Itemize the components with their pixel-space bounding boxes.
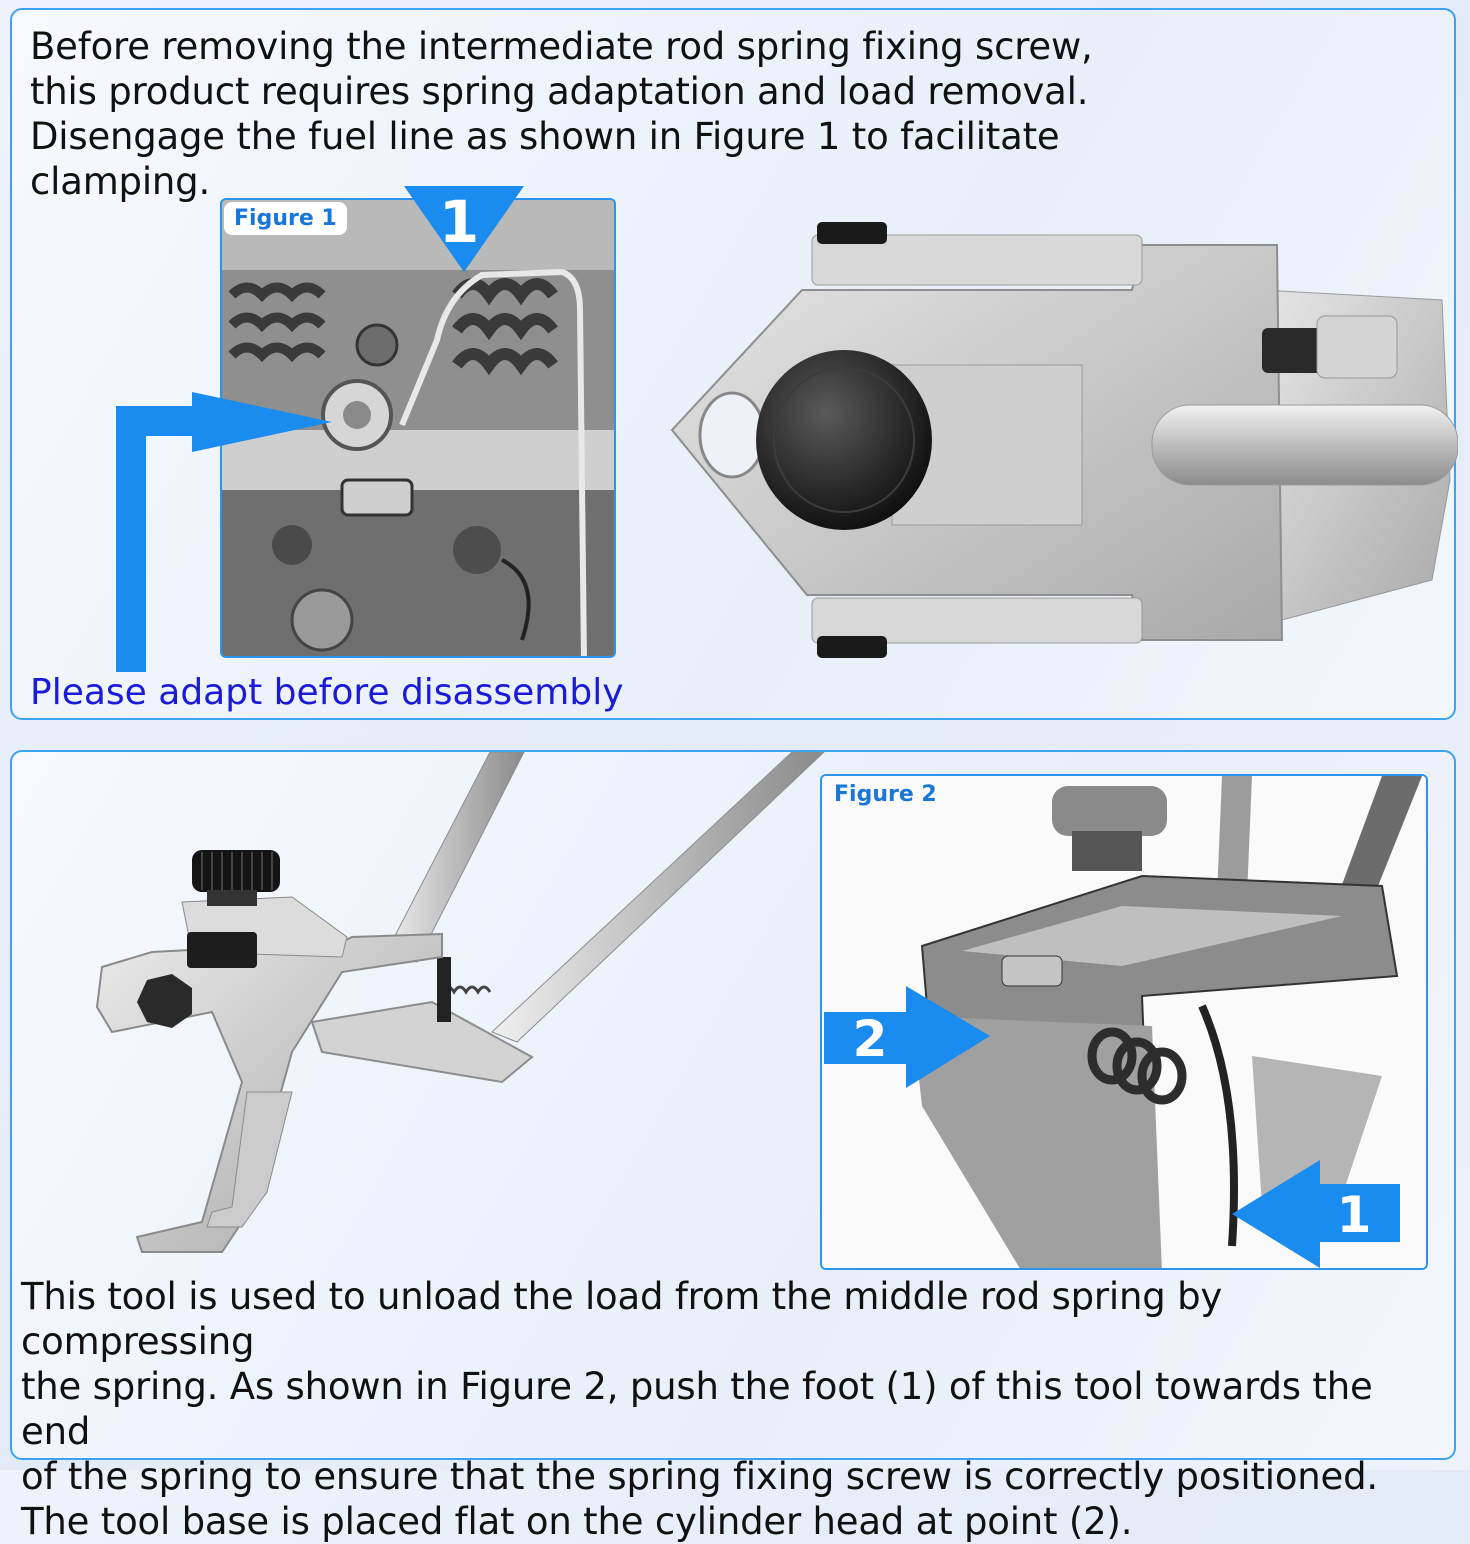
description-paragraph: This tool is used to unload the load fro… bbox=[21, 1275, 1378, 1543]
figure-2-photo: Figure 2 2 1 bbox=[820, 774, 1428, 1270]
engine-tool-fitted-photo-image bbox=[822, 776, 1426, 1268]
figure-1-label: Figure 1 bbox=[224, 202, 347, 235]
spring-compressor-tool-image bbox=[95, 752, 825, 1253]
adapt-note: Please adapt before disassembly bbox=[30, 672, 624, 713]
figure-1-photo: Figure 1 bbox=[220, 198, 616, 658]
bottom-instruction-panel: Figure 2 2 1 This tool is used to unload… bbox=[10, 750, 1456, 1543]
figure-2-label: Figure 2 bbox=[834, 782, 937, 807]
intro-paragraph: Before removing the intermediate rod spr… bbox=[30, 25, 1093, 203]
tool-top-view-image bbox=[670, 222, 1458, 658]
top-instruction-panel: Before removing the intermediate rod spr… bbox=[10, 8, 1458, 720]
engine-photo-image bbox=[222, 200, 614, 656]
